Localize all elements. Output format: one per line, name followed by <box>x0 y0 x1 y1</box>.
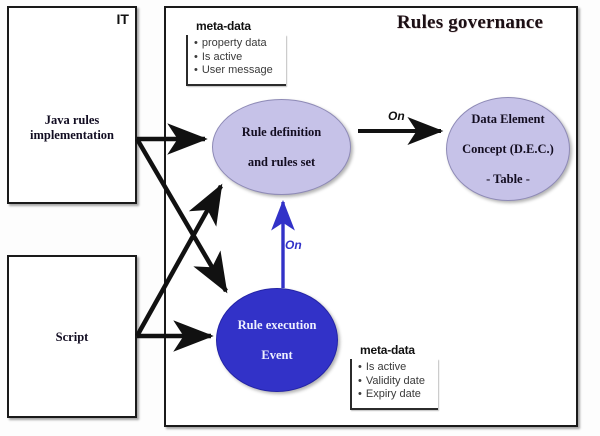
meta-data-bottom-item: Is active <box>358 361 438 375</box>
it-box-label: Java rules implementation <box>9 113 135 143</box>
node-dec-line2: Concept (D.E.C.) <box>462 141 554 156</box>
script-box[interactable]: Script <box>7 255 137 418</box>
it-box-tag: IT <box>116 11 129 27</box>
page-title: Rules governance <box>396 12 544 33</box>
node-dec-label: Data Element Concept (D.E.C.) - Table - <box>462 112 554 187</box>
meta-data-bottom-title: meta-data <box>360 343 415 357</box>
meta-data-top-item: Is active <box>194 51 286 65</box>
meta-data-bottom-item: Validity date <box>358 375 438 389</box>
edge-label-on-horizontal: On <box>388 109 405 123</box>
script-box-label: Script <box>55 330 89 344</box>
node-rule-definition-label: Rule definition and rules set <box>242 125 322 170</box>
node-rule-definition[interactable]: Rule definition and rules set <box>212 99 351 195</box>
node-rule-execution-event[interactable]: Rule execution Event <box>216 288 338 392</box>
node-rule-definition-line1: Rule definition <box>241 124 322 139</box>
it-box-label-line1: Java rules <box>44 113 100 127</box>
node-rule-execution-line1: Rule execution <box>237 317 317 332</box>
meta-data-top-body: property data Is active User message <box>186 35 286 86</box>
node-rule-execution-line2: Event <box>261 347 293 362</box>
meta-data-top: meta-data property data Is active User m… <box>186 19 286 86</box>
node-data-element-concept[interactable]: Data Element Concept (D.E.C.) - Table - <box>446 97 570 201</box>
node-rule-definition-line2: and rules set <box>247 154 316 169</box>
meta-data-bottom-item: Expiry date <box>358 388 438 402</box>
node-dec-line3: - Table - <box>486 171 530 186</box>
node-rule-execution-label: Rule execution Event <box>238 318 317 363</box>
it-box[interactable]: IT Java rules implementation <box>7 6 137 204</box>
edge-label-on-vertical: On <box>285 238 302 252</box>
meta-data-bottom-body: Is active Validity date Expiry date <box>350 359 438 410</box>
meta-data-top-item: property data <box>194 37 286 51</box>
meta-data-top-title: meta-data <box>196 19 251 33</box>
it-box-label-line2: implementation <box>29 128 115 142</box>
meta-data-top-item: User message <box>194 64 286 78</box>
meta-data-bottom: meta-data Is active Validity date Expiry… <box>350 343 438 410</box>
node-dec-line1: Data Element <box>471 111 545 126</box>
